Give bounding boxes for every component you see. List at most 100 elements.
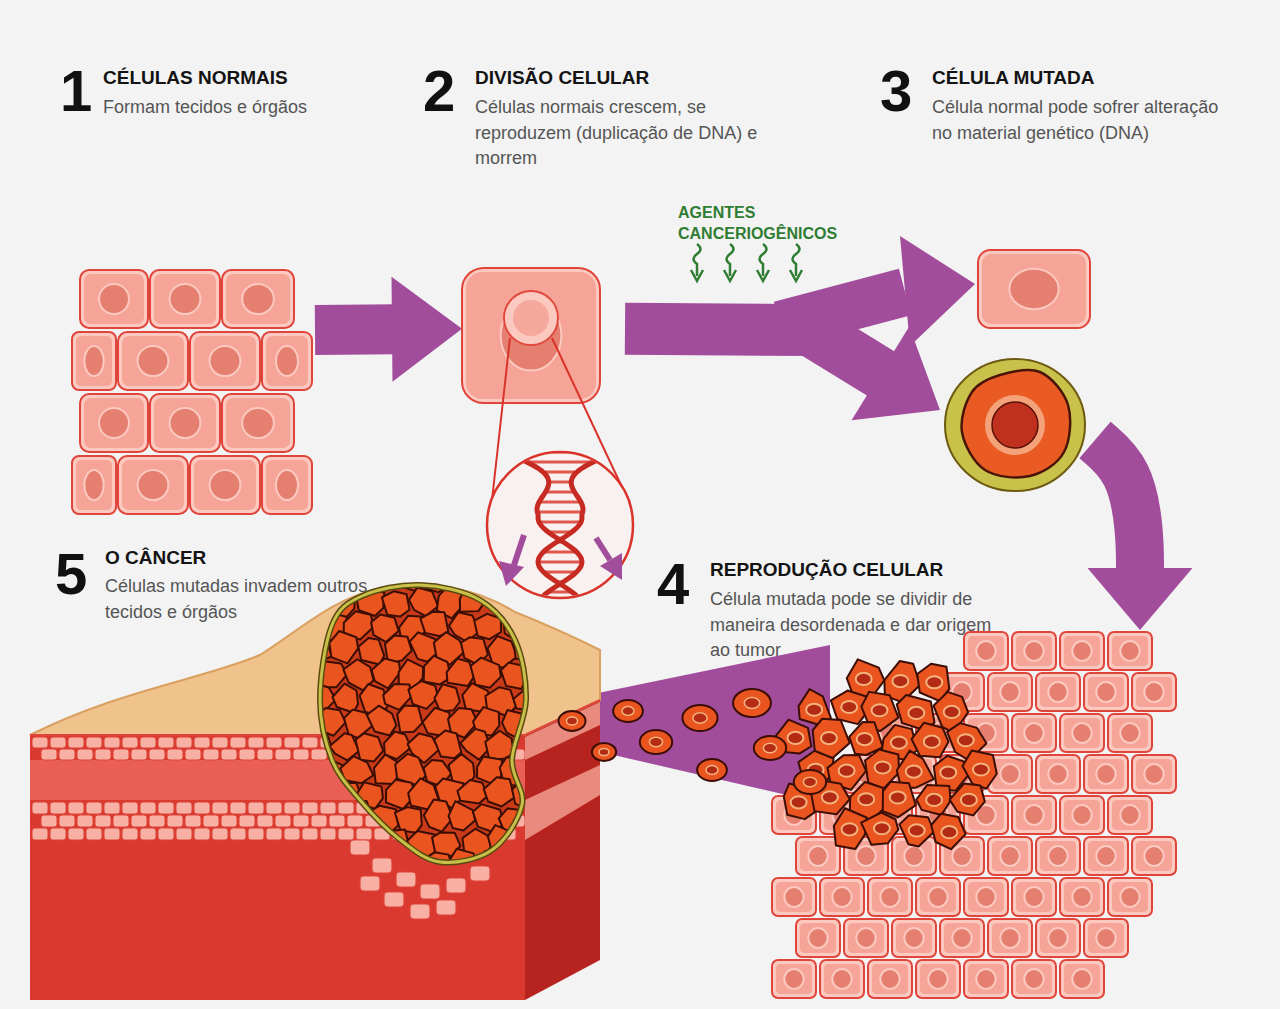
skin-cell <box>320 802 336 814</box>
cell-cytoplasm <box>1040 923 1076 953</box>
cell-cytoplasm <box>982 254 1086 324</box>
cell-cytoplasm <box>1112 636 1148 666</box>
dna-rung <box>527 461 594 464</box>
migrating-cell <box>697 759 727 781</box>
cell-membrane <box>1060 878 1104 916</box>
cell-nucleus <box>808 928 827 948</box>
tumor-cell <box>883 782 916 818</box>
cell-membrane <box>916 960 960 998</box>
skin-cell <box>32 828 48 840</box>
tumor-nucleus <box>940 766 956 778</box>
edge-label: AGENTES CANCERIOGÊNICOS <box>678 203 888 245</box>
cell-membrane <box>1012 632 1056 670</box>
tumor-cell <box>515 832 541 858</box>
normal-cell <box>1012 714 1056 752</box>
branch-arrow-head <box>900 236 975 346</box>
cell-membrane <box>978 250 1090 328</box>
cell-cytoplasm <box>1040 677 1076 707</box>
skin-cell <box>239 815 255 827</box>
normal-cell <box>1108 714 1152 752</box>
tumor-cell <box>333 684 359 713</box>
tumor-cell-body <box>306 831 336 860</box>
cell-membrane <box>1084 837 1128 875</box>
normal-cell <box>1084 673 1128 711</box>
cell-nucleus <box>1000 682 1019 702</box>
tumor-cell-body <box>318 851 349 882</box>
cell-nucleus <box>138 346 169 376</box>
cell-membrane <box>964 960 1008 998</box>
migrating-nucleus <box>622 707 634 716</box>
migrating-nucleus <box>744 697 759 708</box>
tumor-cell-body <box>457 780 487 803</box>
agent-squiggle <box>727 244 734 276</box>
dna-strand <box>538 452 617 604</box>
tumor-cell-body <box>471 658 501 688</box>
normal-cell <box>820 960 864 998</box>
cell-membrane <box>262 332 312 390</box>
mutation-cells <box>945 250 1090 491</box>
skin-cell <box>113 749 129 760</box>
tumor-cell-body <box>354 825 383 851</box>
tumor-cell <box>950 783 985 815</box>
skin-cell <box>275 815 291 827</box>
cell-nucleus <box>1000 928 1019 948</box>
tumor-cell-body <box>369 850 397 877</box>
arrow-shaft <box>1095 440 1140 572</box>
skin-cell <box>420 884 440 899</box>
tumor-cell <box>320 804 350 837</box>
migrating-cells <box>559 689 827 794</box>
dna-rung <box>539 601 581 604</box>
normal-cell <box>820 878 864 916</box>
agent-arrowhead <box>691 270 703 281</box>
tumor-cell <box>420 612 448 636</box>
skin-cell <box>311 815 327 827</box>
cell-nucleus <box>1048 764 1067 784</box>
cell-nucleus <box>276 346 298 376</box>
tumor-nucleus <box>892 675 908 687</box>
normal-cell <box>978 250 1090 328</box>
skin-cell <box>95 815 111 827</box>
normal-cell <box>1060 960 1104 998</box>
skin-cell <box>311 749 327 760</box>
tissue-block <box>30 560 600 1000</box>
mutated-cell-halo <box>945 359 1085 491</box>
cell-membrane <box>72 456 116 514</box>
tumor-cell-body <box>293 851 324 879</box>
tumor-cell <box>499 853 531 882</box>
skin-cell <box>293 815 309 827</box>
cell-cytoplasm <box>1064 964 1100 994</box>
cell-cytoplasm <box>968 636 1004 666</box>
skin-cell <box>257 815 273 827</box>
skin-cell <box>194 828 210 840</box>
cell-membrane <box>222 270 294 328</box>
tumor-nucleus <box>791 796 807 808</box>
skin-cell <box>203 749 219 760</box>
skin-cell <box>360 876 380 891</box>
tumor-cell <box>358 638 384 664</box>
normal-cell <box>1036 837 1080 875</box>
migrating-cell <box>754 736 786 760</box>
tumor-cell-body <box>434 730 461 758</box>
copy-arrow-head <box>499 561 524 586</box>
tumor-cell-body <box>289 757 319 782</box>
skin-cell <box>410 904 430 919</box>
cell-cytoplasm <box>1064 636 1100 666</box>
skin-cell <box>302 802 318 814</box>
tumor-cell <box>435 684 460 711</box>
tumor-cell-body <box>449 801 476 830</box>
tumor-nucleus <box>872 704 888 716</box>
cell-cytoplasm <box>266 336 308 386</box>
cell-nucleus <box>1096 764 1115 784</box>
tumor-cell <box>485 731 513 760</box>
tumor-cell <box>395 807 422 833</box>
cell-nucleus <box>210 346 241 376</box>
cell-membrane <box>118 332 188 390</box>
agent-arrowhead <box>757 270 769 281</box>
cell-nucleus <box>1048 682 1067 702</box>
cell-cytoplasm <box>776 964 812 994</box>
migrating-nucleus <box>693 713 707 723</box>
migrating-nucleus <box>599 748 609 755</box>
migrating-nucleus <box>706 766 718 775</box>
tumor-nucleus <box>875 761 891 773</box>
cell-membrane <box>964 878 1008 916</box>
